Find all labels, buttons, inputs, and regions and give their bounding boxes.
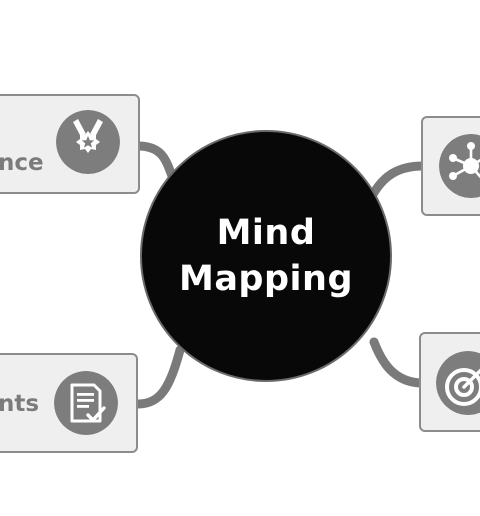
branch-bottom-left[interactable]: nts bbox=[0, 353, 138, 453]
branch-label-top-left: nce bbox=[0, 150, 44, 176]
connector-bottom-right bbox=[369, 337, 428, 388]
branch-top-left[interactable]: nce bbox=[0, 94, 140, 194]
connector-top-left bbox=[133, 141, 177, 181]
target-arrow-icon bbox=[436, 351, 480, 415]
branch-top-right[interactable] bbox=[421, 116, 480, 216]
network-hub-icon bbox=[439, 134, 480, 198]
connector-bottom-left bbox=[133, 345, 185, 409]
connector-top-right bbox=[367, 161, 428, 201]
document-checkmark-icon bbox=[54, 371, 118, 435]
center-title-line2: Mapping bbox=[178, 259, 354, 299]
branch-bottom-right[interactable] bbox=[419, 332, 480, 432]
center-title-line1: Mind bbox=[216, 213, 316, 253]
branch-label-bottom-left: nts bbox=[0, 391, 40, 417]
center-node[interactable]: Mind Mapping bbox=[140, 130, 392, 382]
award-medal-icon bbox=[56, 110, 120, 174]
